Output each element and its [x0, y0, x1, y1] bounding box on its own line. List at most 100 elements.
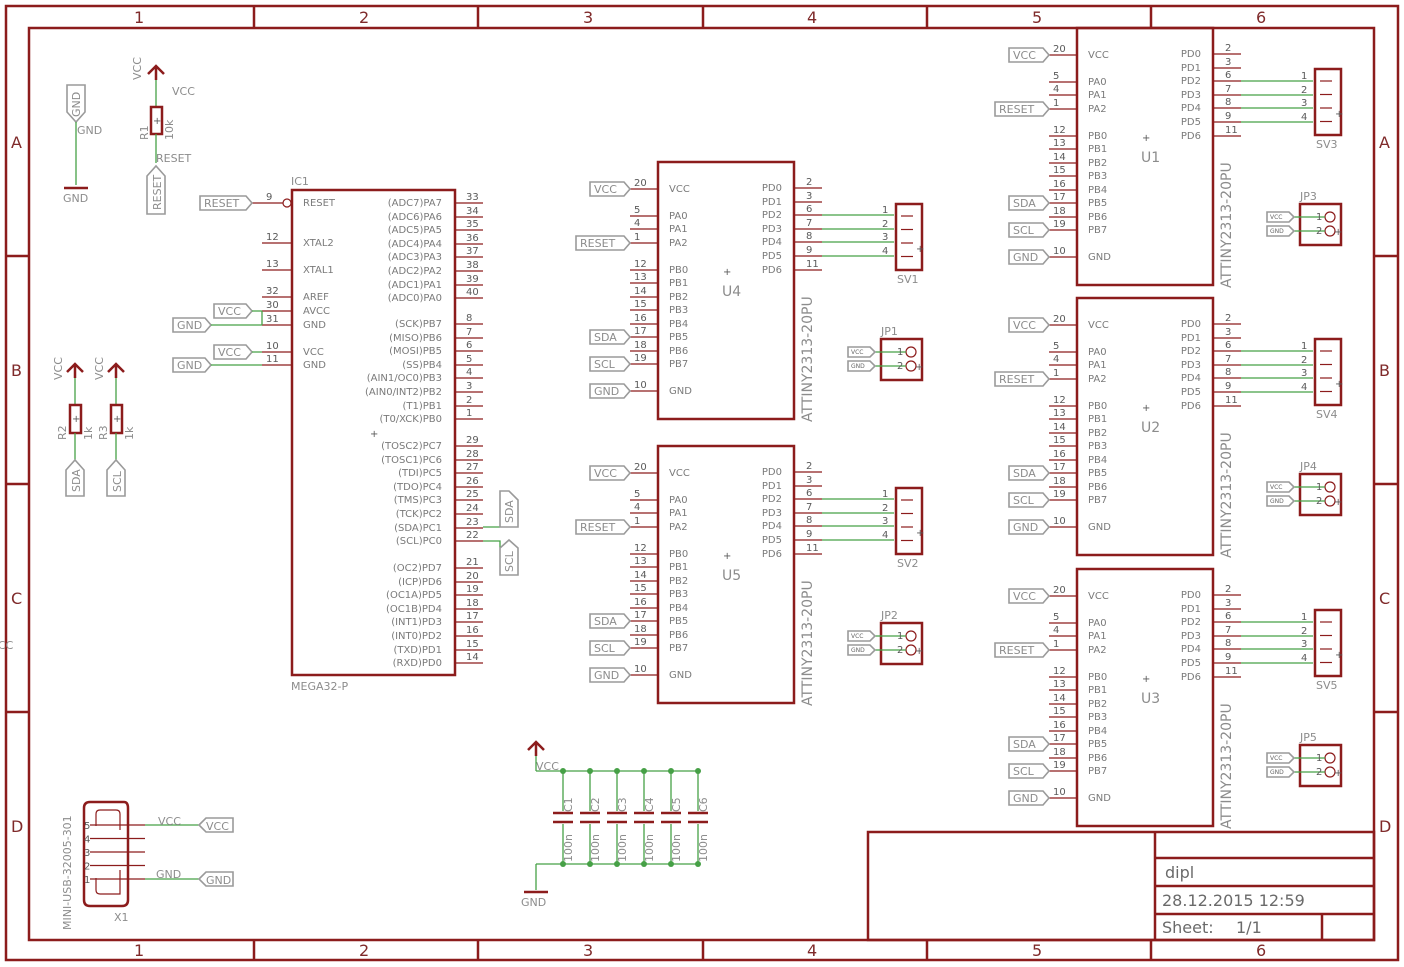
ic1-pin-name: (MOSI)PB5 [389, 346, 442, 357]
frame-col-label-bottom: 3 [583, 941, 593, 960]
attiny-pin-name: PD1 [1181, 604, 1201, 615]
attiny-pin-name: PD0 [1181, 319, 1201, 330]
attiny-pin-name: PD2 [1181, 346, 1201, 357]
attiny-pin-name: PD0 [1181, 49, 1201, 60]
attiny-pin-number: 2 [806, 177, 812, 188]
net-flag-sda: SDA [1013, 738, 1036, 751]
capacitor-ref: C2 [589, 797, 602, 812]
ic1-pin-name: (T1)PB1 [402, 401, 442, 412]
attiny-pin-name: PA2 [1088, 374, 1107, 385]
svg-text:R1: R1 [138, 125, 151, 140]
svg-text:SCL: SCL [503, 550, 516, 572]
svg-text:+: + [370, 429, 378, 440]
attiny-pin-number: 20 [1053, 44, 1066, 55]
attiny-pin-name: PA0 [669, 495, 688, 506]
net-flag-scl: SCL [1013, 494, 1035, 507]
attiny-pin-name: GND [669, 386, 692, 397]
attiny-pin-number: 11 [1225, 395, 1238, 406]
ic1-pin-name: XTAL1 [303, 265, 334, 276]
attiny-pin-name: PB7 [669, 359, 688, 370]
net-flag-scl: SCL [1013, 765, 1035, 778]
capacitor-ref: C1 [562, 797, 575, 812]
attiny-pin-name: PB4 [1088, 726, 1107, 737]
attiny-pin-name: PD6 [762, 265, 782, 276]
frame-col-label-bottom: 1 [134, 941, 144, 960]
header-ref: SV3 [1316, 138, 1338, 151]
attiny-pin-number: 10 [1053, 246, 1066, 257]
attiny-pin-name: PB7 [1088, 225, 1107, 236]
stray-net-text: CC [0, 639, 14, 652]
attiny-pin-name: PB5 [1088, 468, 1107, 479]
ic1-pin-number: 35 [466, 219, 479, 230]
attiny-pin-name: PD5 [762, 251, 782, 262]
attiny-pin-number: 15 [634, 583, 647, 594]
attiny-pin-number: 16 [1053, 179, 1066, 190]
svg-text:VCC: VCC [218, 346, 241, 359]
jumper-pin-number: 2 [1316, 767, 1322, 778]
attiny-pin-name: PD1 [1181, 63, 1201, 74]
attiny-pin-number: 5 [634, 489, 640, 500]
attiny-pin-name: PB3 [1088, 441, 1107, 452]
attiny-pin-name: PD5 [1181, 387, 1201, 398]
header-pin-number: 1 [882, 489, 888, 500]
header-pin-number: 2 [882, 219, 888, 230]
attiny-pin-number: 11 [1225, 125, 1238, 136]
attiny-pin-name: PB3 [1088, 712, 1107, 723]
jumper-ref: JP3 [1299, 190, 1317, 203]
jumper-pin-number: 1 [897, 347, 903, 358]
svg-text:VCC: VCC [536, 760, 559, 773]
attiny-pin-name: PB1 [669, 562, 688, 573]
attiny-pin-number: 8 [1225, 97, 1231, 108]
attiny-pin-name: VCC [1088, 320, 1109, 331]
attiny-pin-name: PD3 [762, 508, 782, 519]
ic1-pin-number: 26 [466, 476, 479, 487]
attiny-pin-name: PA1 [1088, 90, 1107, 101]
ic1-pin-number: 7 [466, 327, 472, 338]
svg-text:+: + [153, 116, 161, 127]
ic1-pin-number: 15 [466, 639, 479, 650]
attiny-pin-name: PB2 [669, 292, 688, 303]
attiny-pin-number: 5 [1053, 71, 1059, 82]
attiny-pin-name: PD3 [1181, 360, 1201, 371]
svg-text:10k: 10k [163, 119, 176, 140]
attiny-pin-number: 18 [634, 624, 647, 635]
header-ref: SV1 [897, 273, 919, 286]
attiny-pin-number: 14 [1053, 152, 1066, 163]
attiny-ref: U4 [722, 284, 741, 300]
ic1-pin-number: 16 [466, 625, 479, 636]
attiny-pin-name: PB6 [1088, 212, 1107, 223]
attiny-pin-number: 6 [806, 488, 812, 499]
ic1-pin-number: 27 [466, 462, 479, 473]
header-pin-number: 3 [882, 516, 888, 527]
attiny-pin-number: 16 [1053, 720, 1066, 731]
attiny-pin-number: 9 [1225, 381, 1231, 392]
attiny-pin-number: 6 [1225, 611, 1231, 622]
header-ref: SV4 [1316, 408, 1338, 421]
ic1-pin-name: (OC1B)PD4 [386, 604, 442, 615]
capacitor-value: 100n [670, 834, 683, 862]
ic1-pin-name: VCC [303, 347, 324, 358]
net-flag-gnd: GND [1013, 521, 1038, 534]
ic1-pin-name: (INT1)PD3 [391, 617, 442, 628]
attiny-pin-name: PB1 [1088, 144, 1107, 155]
svg-text:+: + [1335, 650, 1343, 661]
attiny-pin-number: 8 [806, 231, 812, 242]
attiny-pin-name: PA0 [1088, 77, 1107, 88]
header-pin-number: 4 [1301, 382, 1307, 393]
capacitor-ref: C6 [697, 797, 710, 812]
ic1-pin-name: (SS)PB4 [402, 360, 442, 371]
frame-col-label-bottom: 5 [1032, 941, 1042, 960]
attiny-u1: +U1ATTINY2313-20PU20VCCVCC5PA04PA11PA2RE… [994, 26, 1343, 288]
attiny-pin-name: VCC [1088, 591, 1109, 602]
jumper-net-flag: VCC [1270, 755, 1282, 762]
ic1-pin-name: (OC2)PD7 [393, 563, 442, 574]
attiny-u5: +U5ATTINY2313-20PU20VCCVCC5PA04PA11PA2RE… [575, 444, 924, 706]
ic1-pin-name: (ADC3)PA3 [388, 252, 442, 263]
jumper-pin-number: 1 [1316, 753, 1322, 764]
attiny-pin-number: 7 [806, 502, 812, 513]
attiny-pin-name: PD0 [1181, 590, 1201, 601]
ic1-pin-name: XTAL2 [303, 238, 334, 249]
ic1-pin-name: (AIN1/OC0)PB3 [367, 373, 442, 384]
attiny-pin-number: 7 [1225, 625, 1231, 636]
svg-text:IC1: IC1 [291, 175, 309, 188]
